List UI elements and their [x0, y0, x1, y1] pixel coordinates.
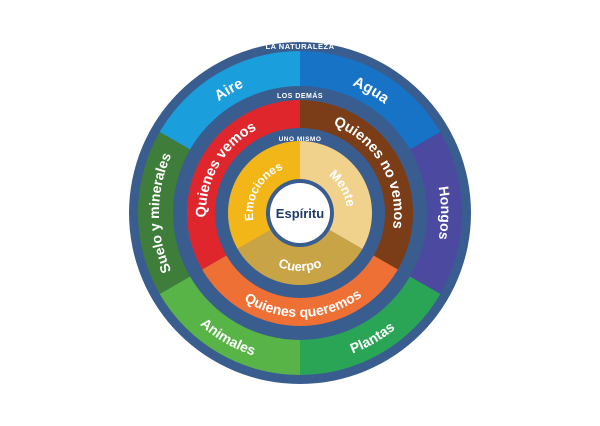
segment-aire	[159, 51, 300, 150]
label-cuerpo: Cuerpo	[277, 255, 323, 274]
ring-naturaleza	[138, 51, 462, 375]
ring-title-demas: LOS DEMÁS	[277, 91, 323, 100]
segment-hongos	[409, 132, 462, 294]
segment-quienes-vemos	[187, 100, 300, 270]
segment-emociones	[228, 141, 300, 249]
segment-cuerpo	[237, 230, 363, 285]
segment-quienes-queremos	[202, 255, 398, 326]
segment-quienes-no-vemos	[300, 100, 413, 270]
ring-title-naturaleza: LA NATURALEZA	[266, 42, 335, 51]
label-hongos: Hongos	[436, 185, 454, 241]
segment-mente	[300, 141, 372, 249]
segment-plantas	[300, 276, 441, 375]
ring-title-uno-mismo: UNO MISMO	[279, 136, 322, 143]
ring-demas	[187, 100, 413, 326]
segment-suelo-y-minerales	[138, 132, 191, 294]
label-hongos-path: Hongos	[436, 185, 454, 241]
center-label: Espíritu	[276, 206, 324, 221]
ring-uno-mismo	[228, 141, 372, 285]
label-cuerpo-path: Cuerpo	[277, 255, 323, 274]
segment-agua	[300, 51, 441, 150]
segment-animales	[159, 276, 300, 375]
center-disc	[270, 183, 330, 243]
